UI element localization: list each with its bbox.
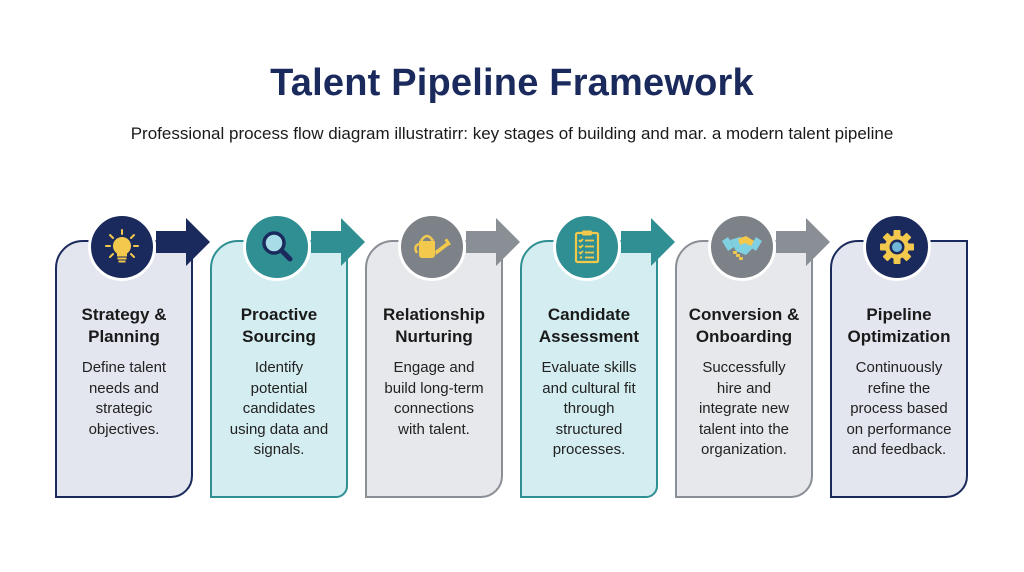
- desc-line: signals.: [253, 441, 305, 458]
- desc-line: needs and: [88, 379, 160, 397]
- desc-line: using data and: [229, 420, 329, 438]
- stage-title-line: Nurturing: [395, 327, 473, 346]
- stage-card-conversion-onboarding: Conversion & Onboarding Successfully hir…: [675, 240, 813, 498]
- lightbulb-icon: [88, 213, 156, 281]
- arrow-right-icon: [621, 218, 675, 266]
- desc-line: with talent.: [398, 420, 470, 438]
- stage-title: Conversion & Onboarding: [677, 304, 811, 348]
- arrow-right-icon: [776, 218, 830, 266]
- desc-line: Continuously: [855, 359, 943, 376]
- desc-line: Identify: [254, 359, 304, 376]
- handshake-icon: [708, 213, 776, 281]
- page-title: Talent Pipeline Framework: [270, 62, 754, 104]
- stage-description: Identify potential candidates using data…: [218, 358, 340, 461]
- stage-description: Continuously refine the process based on…: [838, 358, 960, 461]
- stage-title-line: Strategy &: [81, 305, 167, 324]
- desc-line: Successfully: [702, 359, 786, 376]
- desc-line: and feedback.: [851, 441, 947, 458]
- desc-line: and cultural fit: [542, 379, 636, 397]
- desc-line: organization.: [701, 441, 787, 458]
- clipboard-checklist-icon: [553, 213, 621, 281]
- magnifier-icon: [243, 213, 311, 281]
- stage-title: Relationship Nurturing: [367, 304, 501, 348]
- stage-title-line: Onboarding: [695, 327, 793, 346]
- stage-title-line: Relationship: [382, 305, 485, 324]
- stage-title-line: Assessment: [538, 327, 640, 346]
- stage-title-line: Optimization: [847, 327, 951, 346]
- watering-can-icon: [398, 213, 466, 281]
- stage-description: Define talent needs and strategic object…: [63, 358, 185, 440]
- desc-line: potential: [250, 379, 308, 397]
- stage-title-line: Pipeline: [866, 305, 932, 324]
- desc-line: process based: [850, 400, 948, 417]
- desc-line: Define talent: [81, 359, 167, 376]
- desc-line: talent into the: [698, 420, 790, 438]
- stage-title-line: Planning: [88, 327, 160, 346]
- stage-card-relationship-nurturing: Relationship Nurturing Engage and build …: [365, 240, 503, 498]
- arrow-right-icon: [466, 218, 520, 266]
- desc-line: hire and: [716, 379, 772, 397]
- stage-description: Engage and build long-term connections w…: [373, 358, 495, 440]
- desc-line: Engage and: [393, 359, 475, 376]
- stage-title: Pipeline Optimization: [832, 304, 966, 348]
- stage-description: Successfully hire and integrate new tale…: [683, 358, 805, 461]
- stage-title: Candidate Assessment: [522, 304, 656, 348]
- stage-title: Proactive Sourcing: [212, 304, 346, 348]
- stage-title-line: Candidate: [547, 305, 631, 324]
- desc-line: objectives.: [88, 420, 160, 438]
- desc-line: on performance: [846, 420, 952, 438]
- arrow-right-icon: [156, 218, 210, 266]
- desc-line: integrate new: [698, 400, 790, 417]
- desc-line: structured: [555, 420, 623, 438]
- stage-title-line: Proactive: [240, 305, 318, 324]
- desc-line: refine the: [867, 379, 931, 397]
- desc-line: Evaluate skills: [541, 359, 637, 376]
- desc-line: through: [563, 400, 615, 417]
- stage-title-line: Sourcing: [242, 327, 316, 346]
- gear-icon: [863, 213, 931, 281]
- page-subtitle: Professional process flow diagram illust…: [130, 124, 894, 143]
- desc-line: candidates: [242, 400, 316, 417]
- desc-line: strategic: [95, 400, 153, 417]
- stage-card-proactive-sourcing: Proactive Sourcing Identify potential ca…: [210, 240, 348, 498]
- desc-line: build long-term: [384, 379, 484, 397]
- arrow-right-icon: [311, 218, 365, 266]
- desc-line: connections: [393, 400, 475, 417]
- stage-description: Evaluate skills and cultural fit through…: [528, 358, 650, 461]
- stage-title: Strategy & Planning: [57, 304, 191, 348]
- stage-card-pipeline-optimization: Pipeline Optimization Continuously refin…: [830, 240, 968, 498]
- stage-title-line: Conversion &: [688, 305, 800, 324]
- desc-line: processes.: [552, 441, 626, 458]
- stage-card-strategy-planning: Strategy & Planning Define talent needs …: [55, 240, 193, 498]
- stage-card-candidate-assessment: Candidate Assessment Evaluate skills and…: [520, 240, 658, 498]
